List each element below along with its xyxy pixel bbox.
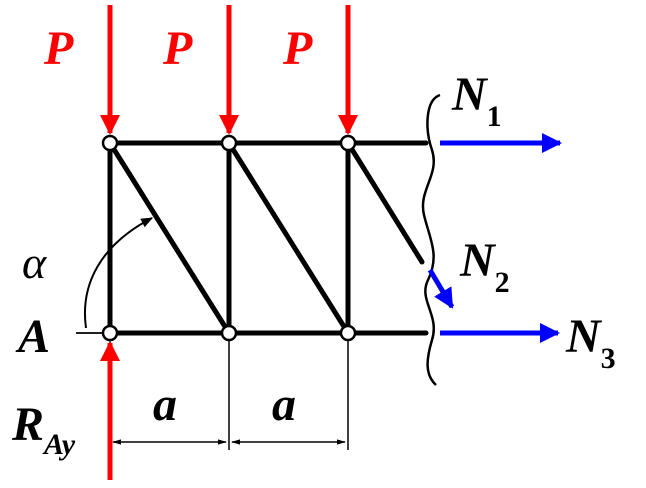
diagonal-3 bbox=[345, 140, 425, 265]
n3-sub: 3 bbox=[601, 342, 616, 375]
n2-main: N bbox=[459, 234, 497, 287]
force-labels: N1 N2 N3 bbox=[451, 68, 616, 375]
load-label-2: P bbox=[162, 22, 193, 75]
support-label: A bbox=[15, 310, 50, 363]
load-label-1: P bbox=[43, 22, 74, 75]
n1-label: N1 bbox=[451, 68, 502, 133]
panel-width-label-1: a bbox=[153, 378, 177, 431]
joint-top-1 bbox=[101, 134, 119, 152]
n1-main: N bbox=[451, 68, 489, 121]
reaction-label: RAy bbox=[11, 398, 76, 461]
load-labels: P P P bbox=[43, 22, 313, 75]
force-arrow-n2 bbox=[427, 268, 455, 309]
joint-top-3 bbox=[339, 134, 357, 152]
joint-top-2 bbox=[220, 134, 238, 152]
load-arrows bbox=[100, 5, 358, 480]
load-label-3: P bbox=[282, 22, 313, 75]
angle-arc bbox=[84, 217, 154, 329]
diagonal-2 bbox=[226, 140, 351, 336]
section-cut-line bbox=[421, 93, 441, 386]
n2-label: N2 bbox=[459, 234, 510, 299]
panel-width-label-2: a bbox=[272, 378, 296, 431]
truss-members bbox=[107, 140, 429, 336]
joint-bottom-1 bbox=[101, 324, 119, 342]
internal-force-arrows bbox=[427, 133, 562, 343]
joints bbox=[101, 134, 357, 342]
angle-indicator bbox=[76, 217, 154, 334]
reaction-main: R bbox=[11, 398, 44, 451]
dimensions bbox=[109, 338, 349, 450]
joint-bottom-3 bbox=[339, 324, 357, 342]
n1-sub: 1 bbox=[487, 100, 502, 133]
n3-label: N3 bbox=[565, 310, 616, 375]
angle-label: α bbox=[22, 237, 47, 288]
n2-sub: 2 bbox=[495, 266, 510, 299]
n3-main: N bbox=[565, 310, 603, 363]
reaction-sub: Ay bbox=[42, 428, 76, 461]
diagonal-1 bbox=[107, 140, 232, 336]
joint-bottom-2 bbox=[220, 324, 238, 342]
